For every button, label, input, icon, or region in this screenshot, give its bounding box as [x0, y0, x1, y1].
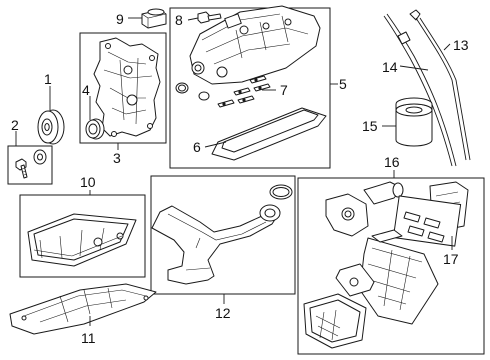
frame-bolt — [7, 145, 53, 185]
seal-part — [85, 118, 105, 140]
valve-cover-part — [175, 5, 321, 101]
frame-oil-pickup — [150, 175, 296, 295]
cover-bolt-part — [197, 11, 222, 24]
oil-pickup-part — [151, 184, 293, 285]
tube-seals-part — [217, 75, 271, 108]
leader-lines — [15, 17, 453, 326]
cover-gasket-part — [211, 107, 327, 161]
dipstick-tube-part — [383, 13, 457, 167]
callout-7: 7 — [280, 82, 288, 98]
callout-3: 3 — [113, 150, 121, 166]
callout-14: 14 — [382, 59, 398, 75]
callout-11: 11 — [81, 330, 96, 346]
frame-timing-cover — [79, 32, 167, 144]
bolt-washer-part — [15, 149, 47, 179]
callout-6: 6 — [193, 139, 201, 155]
pulley-part — [37, 109, 65, 145]
callout-9: 9 — [116, 11, 124, 27]
oil-pan-part — [27, 213, 137, 267]
windage-tray-part — [9, 283, 157, 335]
callout-1: 1 — [44, 71, 52, 87]
oil-cooler-part — [303, 181, 469, 349]
callout-10: 10 — [80, 174, 96, 190]
callout-12: 12 — [215, 305, 231, 321]
callout-16: 16 — [384, 154, 400, 170]
frame-valve-cover — [169, 7, 331, 169]
callout-8: 8 — [175, 12, 183, 28]
filler-cap-part — [141, 8, 167, 29]
callout-17: 17 — [443, 251, 459, 267]
dipstick-part — [409, 9, 471, 161]
timing-cover-part — [93, 37, 161, 137]
callout-4: 4 — [82, 82, 90, 98]
callout-5: 5 — [339, 76, 347, 92]
callout-15: 15 — [362, 118, 378, 134]
callout-2: 2 — [11, 117, 19, 133]
frame-oil-pan — [19, 194, 146, 278]
frame-oil-cooler — [297, 177, 485, 355]
callout-13: 13 — [453, 37, 469, 53]
oil-filter-part — [395, 97, 433, 147]
